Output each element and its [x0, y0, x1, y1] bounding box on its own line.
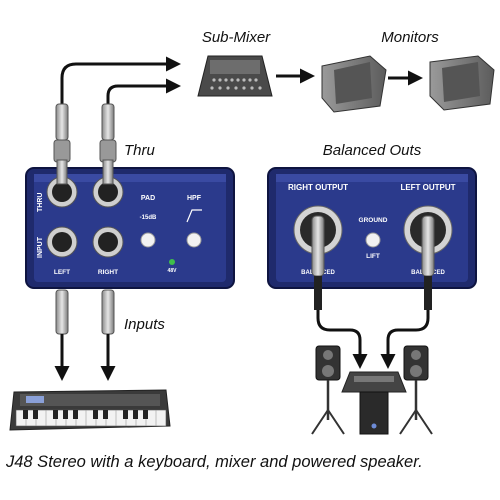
thru-connector-right — [99, 103, 117, 163]
monitor-speaker-right — [429, 55, 495, 111]
right-output-label: RIGHT OUTPUT — [288, 183, 348, 192]
xlr-plug-left — [421, 215, 435, 310]
hpf-label: HPF — [187, 195, 202, 202]
right-channel-label: RIGHT — [98, 269, 118, 276]
output-cable-left — [380, 310, 430, 369]
phantom-led — [169, 259, 175, 265]
output-cable-right — [316, 310, 368, 369]
monitors-label: Monitors — [381, 29, 439, 46]
pa-mixer-rack — [341, 371, 407, 435]
thru-jack-right — [92, 176, 124, 208]
input-jack-right — [92, 226, 124, 258]
thru-plug-left — [56, 159, 68, 185]
phantom-label: 48V — [168, 268, 178, 274]
thru-connector-left — [53, 103, 71, 163]
lift-label: LIFT — [366, 253, 380, 260]
input-jack-left — [46, 226, 78, 258]
sub-mixer-label: Sub-Mixer — [202, 29, 271, 46]
thru-jack-left — [46, 176, 78, 208]
xlr-plug-right — [311, 215, 325, 310]
keyboard-device — [9, 389, 171, 431]
pa-speaker-right — [399, 345, 433, 435]
hpf-switch — [186, 232, 202, 248]
pad-value-label: -15dB — [140, 215, 157, 221]
monitor-speaker-left — [321, 55, 387, 113]
thru-label: Thru — [124, 142, 156, 159]
pad-switch — [140, 232, 156, 248]
di-box-input-panel — [25, 167, 235, 289]
caption: J48 Stereo with a keyboard, mixer and po… — [6, 453, 423, 471]
inputs-label: Inputs — [124, 316, 165, 333]
thru-cables-to-mixer — [60, 56, 181, 110]
left-output-label: LEFT OUTPUT — [400, 183, 455, 192]
balanced-outs-label: Balanced Outs — [323, 142, 422, 159]
input-cable-left — [54, 289, 70, 381]
pa-speaker-left — [311, 345, 345, 435]
pad-label: PAD — [141, 195, 155, 202]
ground-label: GROUND — [359, 217, 388, 224]
input-side-label: INPUT — [37, 236, 44, 258]
thru-plug-right — [102, 159, 114, 185]
hpf-curve-icon — [186, 209, 202, 223]
left-channel-label: LEFT — [54, 269, 70, 276]
sub-mixer-device — [197, 55, 273, 97]
ground-lift-switch — [365, 232, 381, 248]
thru-side-label: THRU — [37, 193, 44, 212]
input-cable-right — [100, 289, 116, 381]
